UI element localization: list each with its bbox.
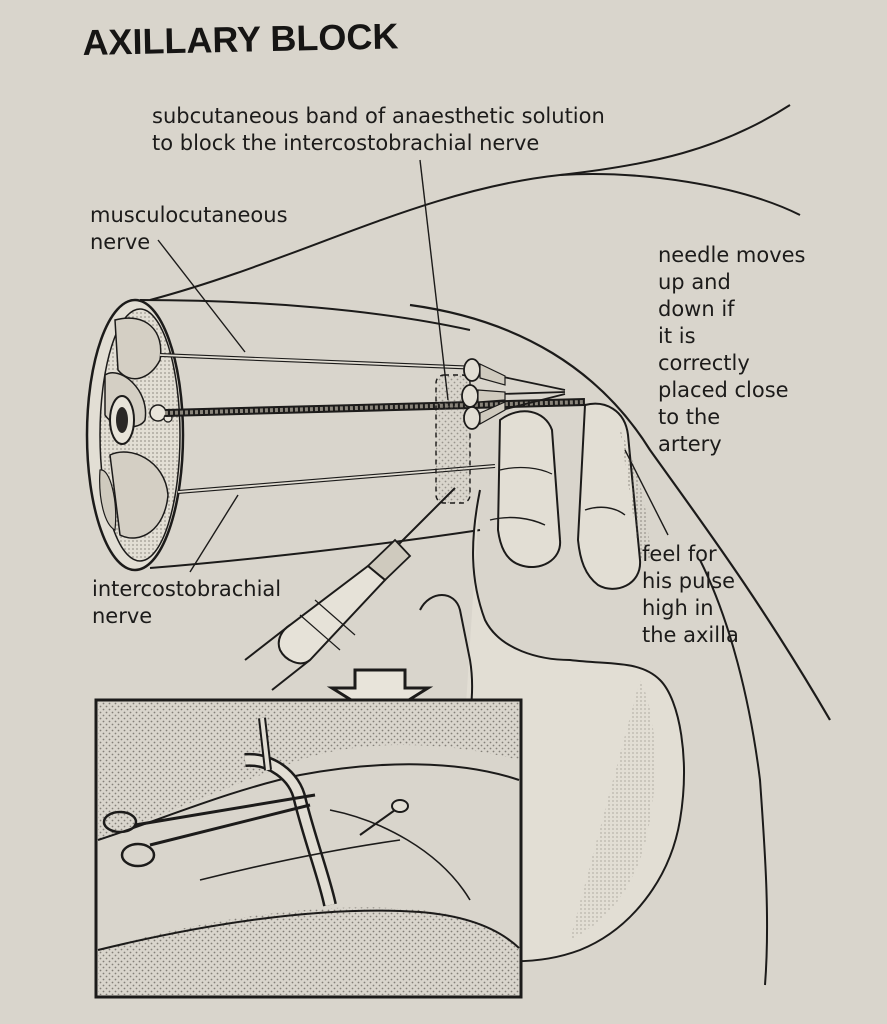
page-title: AXILLARY BLOCK: [82, 15, 399, 63]
label-line: to block the intercostobrachial nerve: [152, 131, 540, 155]
inset-panel: [94, 698, 523, 999]
label-line: up and: [658, 270, 731, 294]
intercostobrachial-leader: [189, 494, 239, 573]
subcutaneous-leader: [419, 159, 449, 401]
label-line: correctly: [658, 351, 750, 375]
intercostobrachial-nerve-label: intercostobrachial nerve: [92, 576, 281, 630]
arm-cylinder-bottom: [149, 529, 481, 569]
syringe: [244, 487, 456, 691]
subcutaneous-band-label: subcutaneous band of anaesthetic solutio…: [152, 103, 605, 157]
feel-pulse-label: feel for his pulse high in the axilla: [642, 541, 739, 649]
arm-cylinder-top: [139, 299, 471, 331]
label-line: musculocutaneous: [90, 203, 288, 227]
label-line: artery: [658, 432, 722, 456]
label-line: down if: [658, 297, 735, 321]
musculocutaneous-nerve-label: musculocutaneous nerve: [90, 202, 288, 256]
label-line: nerve: [92, 604, 153, 628]
label-line: nerve: [90, 230, 151, 254]
pulse-leader: [624, 449, 669, 536]
label-line: subcutaneous band of anaesthetic solutio…: [152, 104, 605, 128]
needle-moves-label: needle moves up and down if it is correc…: [658, 242, 806, 458]
musculocutaneous-leader: [157, 239, 246, 353]
label-line: his pulse: [642, 569, 736, 593]
anaesthetic-band: [435, 374, 471, 504]
label-line: needle moves: [658, 243, 806, 267]
needles: [461, 358, 566, 430]
chest-wall: [409, 303, 831, 721]
arm-cross-section: [85, 298, 185, 572]
shoulder-outline: [149, 104, 791, 301]
label-line: feel for: [642, 542, 717, 566]
chest-outline: [559, 173, 801, 216]
label-line: to the: [658, 405, 721, 429]
label-line: intercostobrachial: [92, 577, 282, 601]
label-line: it is: [658, 324, 696, 348]
label-line: placed close: [658, 378, 789, 402]
label-line: the axilla: [642, 623, 739, 647]
label-line: high in: [642, 596, 714, 620]
